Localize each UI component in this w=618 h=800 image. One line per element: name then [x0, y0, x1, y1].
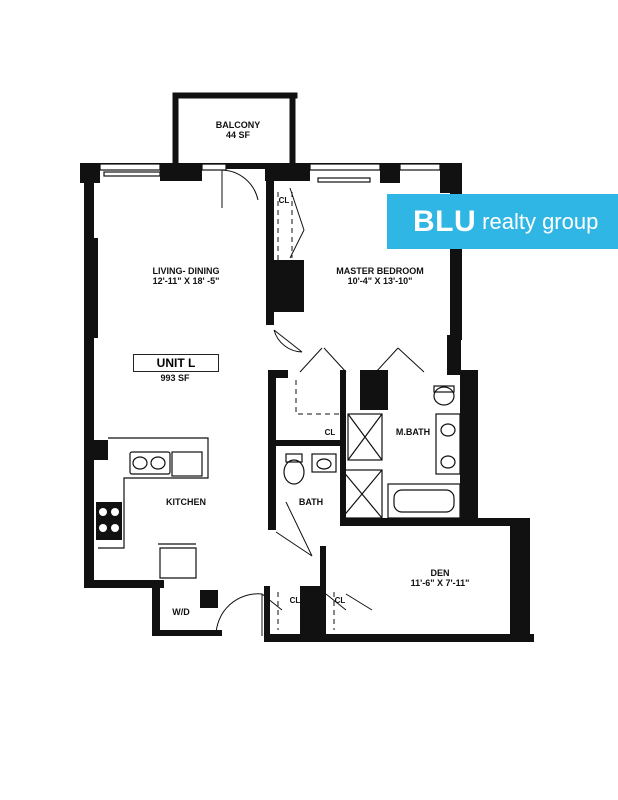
- windows: [99, 163, 441, 183]
- stove: [96, 502, 122, 540]
- mbath-label: M.BATH: [395, 427, 431, 437]
- unit-name: UNIT L: [133, 354, 219, 372]
- master-label: MASTER BEDROOM 10'-4" X 13'-10": [330, 266, 430, 287]
- master-name: MASTER BEDROOM: [336, 266, 424, 276]
- bath-fixtures: [283, 385, 461, 519]
- den-dims: 11'-6" X 7'-11": [410, 578, 470, 589]
- logo-brand: BLU: [413, 204, 477, 238]
- balcony-outline: [172, 92, 298, 166]
- kitchen-counters: [98, 437, 209, 579]
- exterior-walls: [80, 163, 534, 642]
- balcony-label: BALCONY 44 SF: [210, 120, 266, 141]
- den-label: DEN 11'-6" X 7'-11": [400, 568, 480, 589]
- bath-label: BATH: [298, 497, 324, 507]
- unit-area: 993 SF: [160, 373, 190, 383]
- living-name: LIVING- DINING: [152, 266, 220, 276]
- brand-logo: BLU realty group: [387, 194, 618, 249]
- closet-master-label: CL: [278, 196, 290, 205]
- kitchen-label: KITCHEN: [166, 497, 206, 507]
- living-dims: 12'-11" X 18' -5": [152, 276, 220, 287]
- door-swings: [215, 169, 425, 637]
- living-label: LIVING- DINING 12'-11" X 18' -5": [136, 266, 236, 287]
- closet-hall-label: CL: [324, 428, 336, 437]
- closet-entry-label-2: CL: [334, 596, 346, 605]
- wd-label: W/D: [172, 607, 190, 617]
- logo-tagline: realty group: [482, 208, 599, 234]
- den-name: DEN: [430, 568, 450, 578]
- balcony-name: BALCONY: [215, 120, 261, 130]
- master-dims: 10'-4" X 13'-10": [347, 276, 413, 287]
- closet-dashes: [277, 192, 340, 630]
- balcony-area: 44 SF: [225, 130, 250, 141]
- closet-entry-label-1: CL: [289, 596, 301, 605]
